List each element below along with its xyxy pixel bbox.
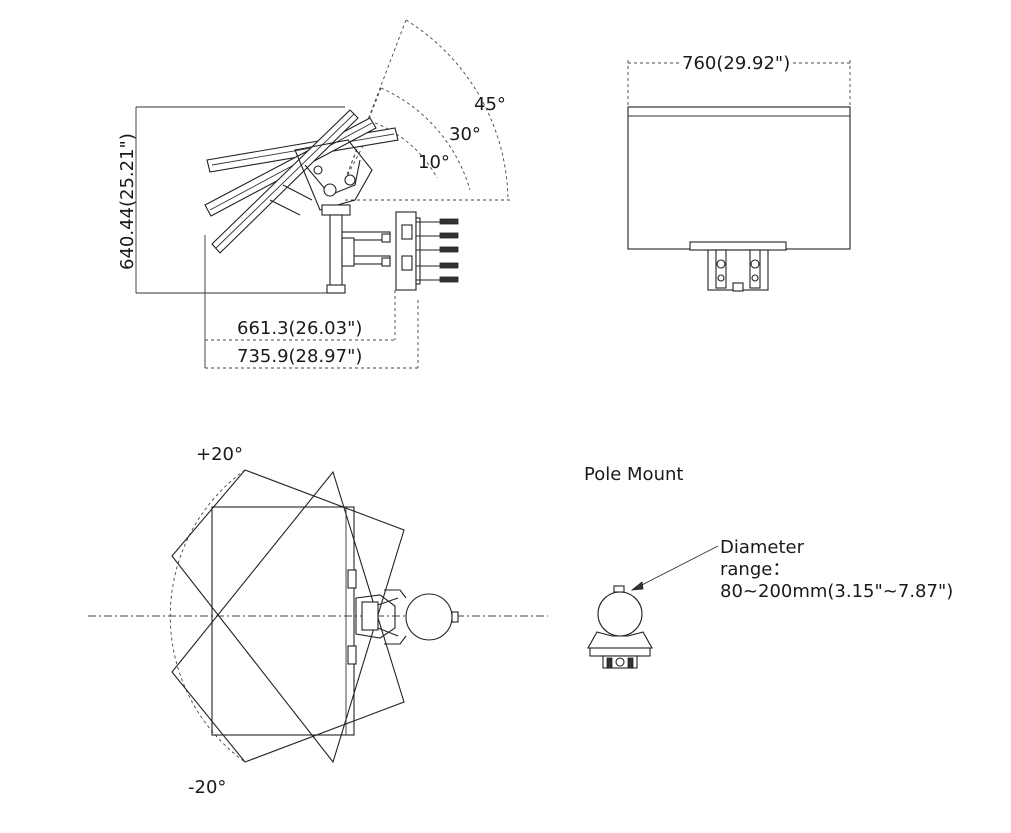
side-view: 640.44(25.21") 661.3(26.03") 735.9(28.97… (117, 19, 510, 369)
top-view-pole (405, 593, 459, 641)
pan-plus-label: +20° (196, 444, 243, 465)
solar-panel-tilt-45 (211, 109, 359, 254)
diameter-label-line1: Diameter (720, 537, 805, 558)
tilt-arc-10 (374, 122, 438, 179)
panel-center-position (211, 506, 355, 736)
pan-minus-label: -20° (188, 777, 226, 798)
pan-arc (169, 469, 246, 763)
top-view: +20° -20° (88, 444, 548, 798)
tilt-bracket (269, 139, 373, 216)
front-panel (627, 106, 851, 250)
tilt-45-label: 45° (474, 94, 506, 115)
pole-circle (597, 591, 643, 637)
top-view-bracket (347, 569, 407, 665)
diameter-arrowhead (630, 581, 644, 591)
diameter-leader-line (631, 545, 719, 591)
panel-plus20-position (171, 469, 405, 764)
mount-post (326, 211, 421, 294)
depth-short-label: 661.3(26.03") (237, 318, 362, 339)
front-bracket (689, 241, 787, 292)
pole-mount-detail: Pole Mount Diameter range： 80~200mm(3.15… (584, 464, 953, 669)
height-label: 640.44(25.21") (117, 133, 138, 270)
panel-minus20-position (171, 470, 405, 763)
front-view: 760(29.92") (627, 53, 851, 292)
pole-clamp (587, 631, 653, 669)
diameter-label-line3: 80~200mm(3.15"~7.87") (720, 581, 953, 602)
diameter-label-line2: range： (720, 559, 790, 580)
tilt-30-label: 30° (449, 124, 481, 145)
pole-mount-title: Pole Mount (584, 464, 683, 485)
mount-bolts (381, 218, 459, 283)
tilt-arc-45 (405, 19, 509, 201)
depth-long-label: 735.9(28.97") (237, 346, 362, 367)
tilt-10-label: 10° (418, 152, 450, 173)
width-label: 760(29.92") (682, 53, 790, 74)
